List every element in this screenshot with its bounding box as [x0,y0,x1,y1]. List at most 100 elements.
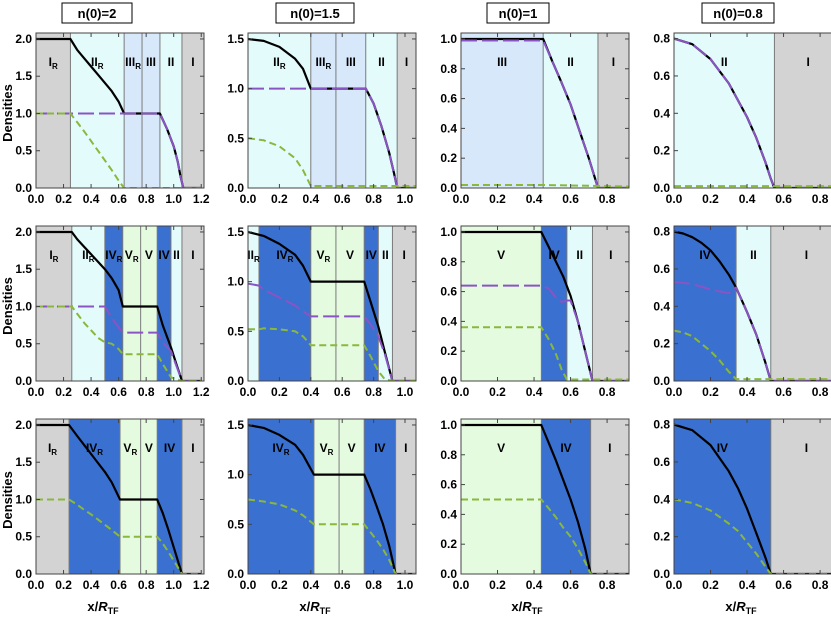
x-tick-label: 0.0 [28,192,45,206]
x-tick-label: 1.0 [165,385,182,399]
y-tick-label: 0.6 [440,478,457,492]
y-tick-label: 0.4 [440,121,457,135]
x-tick-label: 0.0 [666,385,683,399]
region-label: IVR [276,248,293,264]
y-tick-label: 0.0 [227,567,244,581]
region-label: V [145,441,153,455]
region-label: I [191,248,194,262]
y-tick-label: 0.6 [440,92,457,106]
phase-region [181,419,204,574]
region-label: IVR [86,441,103,457]
series-line-spin-b [36,498,202,574]
region-label: III [346,55,356,69]
y-tick-label: 0.4 [440,507,457,521]
region-label: II [721,55,728,69]
x-axis-labels: x/RTF x/RTF x/RTF x/RTF [87,599,757,616]
plot-frame [35,225,205,382]
series-line-total [36,230,202,381]
x-tick-label: 0.2 [271,192,288,206]
series-line-spin-a [248,282,416,381]
y-tick-label: 1.0 [440,225,457,239]
x-tick-label: 0.6 [562,385,579,399]
x-tick-label: 0.2 [702,192,719,206]
x-tick-label: 1.0 [165,192,182,206]
region-label: V [497,248,505,262]
x-tick-label: 0.6 [110,192,127,206]
phase-region [120,419,141,574]
phase-region [770,226,831,381]
x-tick-label: 0.6 [775,578,792,592]
x-tick-label: 0.2 [55,385,72,399]
y-tick-label: 1.5 [15,455,32,469]
panel-titles: n(0)=2 n(0)=1.5 n(0)=1 n(0)=0.8 [61,2,775,24]
region-label: IIIR [125,55,141,71]
plot-frame [247,32,417,189]
y-tick-label: 1.0 [227,275,244,289]
x-tick-label: 0.4 [302,192,319,206]
region-label: IR [48,441,57,457]
y-tick-label: 0.5 [15,144,32,158]
x-tick-label: 0.8 [365,578,382,592]
region-label: VR [125,248,139,264]
y-tick-label: 0.2 [440,537,457,551]
series-line-spin-b [674,329,831,381]
region-label: IIR [91,55,104,71]
y-tick-label: 1.5 [227,418,244,432]
series-line-spin-a [461,39,629,188]
region-label: II [168,55,175,69]
x-tick-label: 1.0 [397,578,414,592]
series-line-total [461,423,629,574]
y-tick-label: 0.0 [227,181,244,195]
phase-region [461,226,542,381]
y-tick-label: 0.2 [653,144,670,158]
y-tick-label: 1.0 [15,106,32,120]
region-label: I [805,248,808,262]
region-label: III [146,55,156,69]
x-tick-label: 0.0 [28,385,45,399]
series-line-spin-a [248,87,416,188]
x-tick-label: 0.4 [83,192,100,206]
y-axis-label: Densities [0,471,15,529]
series-line-spin-b [36,305,202,381]
y-tick-label: 0.0 [440,181,457,195]
x-tick-label: 1.2 [193,578,210,592]
phase-region [310,33,336,188]
region-label: IIR [82,248,95,264]
region-label: I [405,55,408,69]
series-line-spin-b [461,498,629,574]
y-tick-label: 0.4 [440,314,457,328]
y-tick-label: 0.0 [15,181,32,195]
plot-frame [460,418,630,575]
region-label: I [608,441,611,455]
x-tick-label: 0.6 [562,192,579,206]
x-tick-label: 0.8 [599,192,616,206]
region-label: I [191,441,194,455]
x-tick-label: 0.0 [28,578,45,592]
series-line-total [36,423,202,574]
region-label: IVR [272,441,289,457]
phase-region [157,419,182,574]
x-tick-label: 1.0 [397,192,414,206]
series-line-spin-b [461,326,629,381]
y-axis-label: Densities [0,84,15,142]
phase-region [310,226,336,381]
phase-region [674,419,771,574]
y-tick-label: 0.0 [653,567,670,581]
region-label: V [497,441,505,455]
phase-region [541,226,567,381]
plot-frame [35,418,205,575]
phase-region [774,33,831,188]
series-line-spin-b [248,498,416,574]
x-tick-label: 0.0 [240,385,257,399]
region-label: IR [49,55,58,71]
region-label: IV [164,441,175,455]
x-tick-label: 0.2 [55,578,72,592]
region-label: II [576,248,583,262]
y-tick-label: 1.0 [15,299,32,313]
